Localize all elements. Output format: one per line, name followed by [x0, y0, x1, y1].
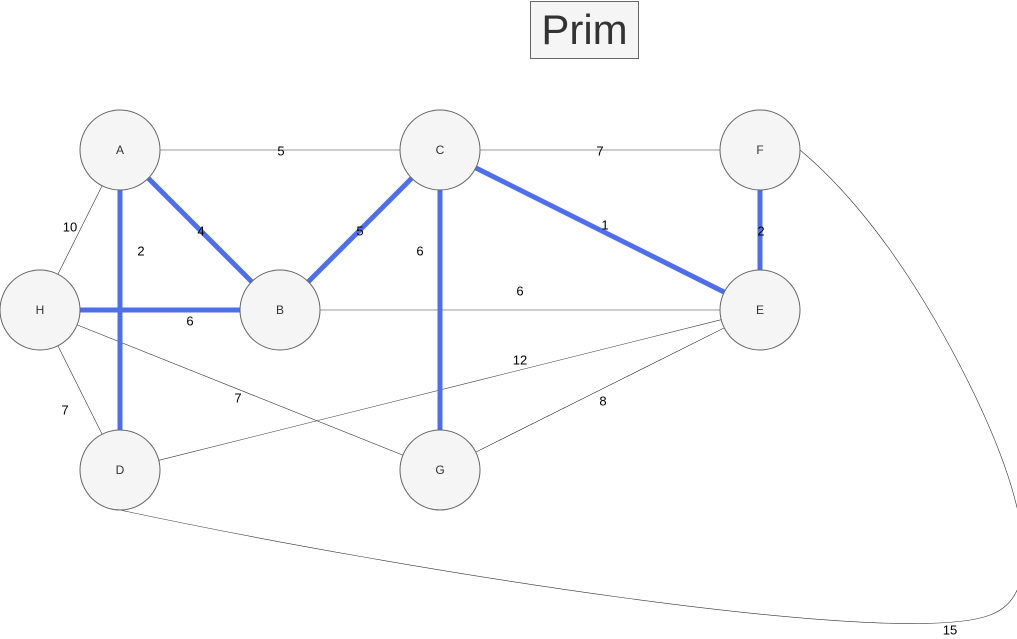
edge-c-b-mst [306, 176, 414, 284]
edge-c-e-mst [474, 165, 726, 295]
edge-weight-c-g: 6 [416, 244, 423, 259]
node-a: A [79, 109, 161, 191]
edge-weight-g-e: 8 [599, 394, 606, 409]
node-circle-h [0, 269, 81, 351]
edge-d-f [119, 149, 1017, 624]
node-label-b: B [276, 303, 284, 317]
node-label-e: E [756, 303, 764, 317]
node-circle-e [719, 269, 801, 351]
node-circle-c [399, 109, 481, 191]
node-f: F [719, 109, 801, 191]
node-h: H [0, 269, 81, 351]
node-circle-a [79, 109, 161, 191]
edge-a-b-mst [146, 176, 254, 284]
node-d: D [79, 429, 161, 511]
edge-weight-b-e: 6 [516, 284, 523, 299]
edge-weight-a-d: 2 [137, 244, 144, 259]
edge-a-h [57, 185, 103, 275]
edge-weight-f-e: 2 [757, 224, 764, 239]
edges-layer [57, 149, 1017, 624]
edge-weight-c-e: 1 [601, 218, 608, 233]
edge-weight-h-d: 7 [61, 403, 68, 418]
nodes-layer: A C F H B E D G [0, 109, 801, 511]
node-c: C [399, 109, 481, 191]
edge-weight-d-e: 12 [513, 353, 527, 368]
node-label-g: G [435, 463, 444, 477]
edge-weight-h-g: 7 [234, 391, 241, 406]
edge-weight-a-c: 5 [277, 144, 284, 159]
edge-weight-c-b: 5 [356, 224, 363, 239]
edge-h-g [77, 324, 403, 456]
edge-h-d [57, 345, 103, 435]
node-label-f: F [756, 143, 763, 157]
node-label-h: H [36, 303, 45, 317]
edge-weight-c-f: 7 [596, 144, 603, 159]
node-b: B [239, 269, 321, 351]
node-circle-g [399, 429, 481, 511]
node-circle-f [719, 109, 801, 191]
node-label-c: C [436, 143, 445, 157]
edge-weight-d-f: 15 [943, 623, 957, 638]
edge-weight-a-b: 4 [197, 224, 204, 239]
edge-weight-h-b: 6 [186, 314, 193, 329]
edge-g-e [475, 327, 725, 453]
node-circle-b [239, 269, 321, 351]
node-circle-d [79, 429, 161, 511]
node-label-a: A [116, 143, 124, 157]
node-e: E [719, 269, 801, 351]
edge-weight-a-h: 10 [63, 220, 77, 235]
node-g: G [399, 429, 481, 511]
node-label-d: D [116, 463, 125, 477]
diagram-title: Prim [530, 1, 639, 59]
